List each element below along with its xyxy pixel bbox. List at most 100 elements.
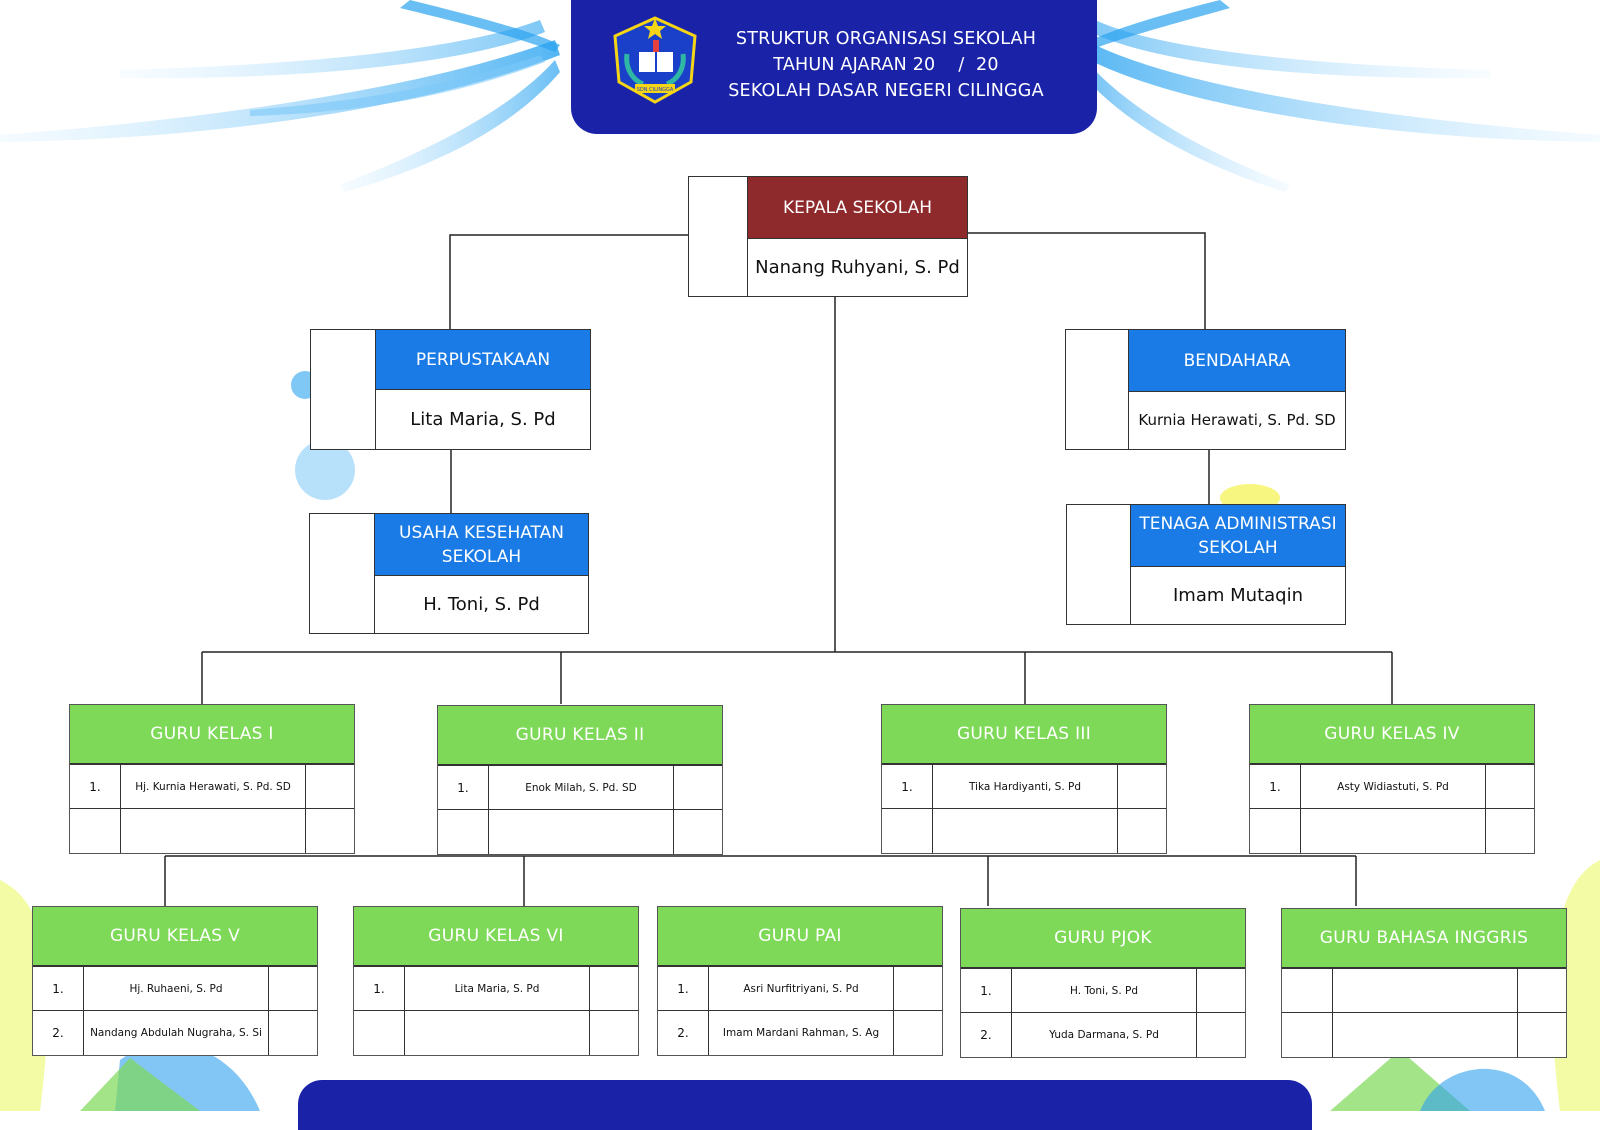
bendahara-name: Kurnia Herawati, S. Pd. SD xyxy=(1138,411,1336,429)
guru-kelas-5-table: GURU KELAS V 1.Hj. Ruhaeni, S. Pd 2.Nand… xyxy=(32,906,318,1056)
perpustakaan-box: PERPUSTAKAAN Lita Maria, S. Pd xyxy=(310,329,591,450)
table-row: 2.Yuda Darmana, S. Pd xyxy=(961,1013,1245,1057)
row-number: 1. xyxy=(70,765,121,808)
row-name xyxy=(405,1011,590,1055)
footer-banner xyxy=(298,1080,1312,1130)
table-row: 1.Asri Nurfitriyani, S. Pd xyxy=(658,967,942,1011)
header-title-block: STRUKTUR ORGANISASI SEKOLAH TAHUN AJARAN… xyxy=(721,26,1051,104)
table-title: GURU KELAS V xyxy=(33,907,317,967)
table-row: 1.Lita Maria, S. Pd xyxy=(354,967,638,1011)
table-row: 1.H. Toni, S. Pd xyxy=(961,969,1245,1013)
uks-box: USAHA KESEHATAN SEKOLAH H. Toni, S. Pd xyxy=(309,513,589,634)
row-number: 1. xyxy=(1250,765,1301,808)
tenaga-administrasi-name: Imam Mutaqin xyxy=(1173,584,1303,606)
table-title: GURU BAHASA INGGRIS xyxy=(1282,909,1566,969)
logo-text: SDN CILINGGA xyxy=(637,87,674,93)
table-row: 2.Imam Mardani Rahman, S. Ag xyxy=(658,1011,942,1055)
guru-kelas-2-table: GURU KELAS II 1.Enok Milah, S. Pd. SD xyxy=(437,705,723,855)
row-number: 1. xyxy=(354,967,405,1010)
guru-kelas-1-table: GURU KELAS I 1.Hj. Kurnia Herawati, S. P… xyxy=(69,704,355,854)
row-name: Tika Hardiyanti, S. Pd xyxy=(933,765,1118,808)
school-logo: SDN CILINGGA xyxy=(613,16,697,104)
header-title: STRUKTUR ORGANISASI SEKOLAH xyxy=(735,29,1037,49)
table-title: GURU PAI xyxy=(658,907,942,967)
kepala-sekolah-name: Nanang Ruhyani, S. Pd xyxy=(755,256,960,278)
row-name xyxy=(933,809,1118,853)
row-name: H. Toni, S. Pd xyxy=(1012,969,1197,1012)
row-name: Enok Milah, S. Pd. SD xyxy=(489,766,674,809)
row-number: 1. xyxy=(961,969,1012,1012)
row-name: Asty Widiastuti, S. Pd xyxy=(1301,765,1486,808)
row-number xyxy=(354,1011,405,1055)
bendahara-title: BENDAHARA xyxy=(1129,330,1345,392)
guru-bahasa-inggris-table: GURU BAHASA INGGRIS xyxy=(1281,908,1567,1058)
row-number: 1. xyxy=(882,765,933,808)
row-name xyxy=(489,810,674,854)
table-title: GURU KELAS I xyxy=(70,705,354,765)
row-name xyxy=(1333,1013,1518,1057)
row-name: Imam Mardani Rahman, S. Ag xyxy=(709,1011,894,1055)
box-side-panel xyxy=(310,514,375,633)
table-row: 1.Asty Widiastuti, S. Pd xyxy=(1250,765,1534,809)
uks-title-line1: USAHA KESEHATAN xyxy=(399,522,564,543)
row-name: Yuda Darmana, S. Pd xyxy=(1012,1013,1197,1057)
row-number xyxy=(70,809,121,853)
row-number xyxy=(1282,969,1333,1012)
table-row: 1.Enok Milah, S. Pd. SD xyxy=(438,766,722,810)
row-number: 1. xyxy=(658,967,709,1010)
uks-title: USAHA KESEHATAN SEKOLAH xyxy=(375,514,588,576)
table-row: 2.Nandang Abdulah Nugraha, S. Si xyxy=(33,1011,317,1055)
table-row xyxy=(70,809,354,853)
bendahara-box: BENDAHARA Kurnia Herawati, S. Pd. SD xyxy=(1065,329,1346,450)
uks-title-line2: SEKOLAH xyxy=(441,546,522,567)
box-side-panel xyxy=(1067,505,1131,624)
table-row xyxy=(438,810,722,854)
table-row: 1.Hj. Kurnia Herawati, S. Pd. SD xyxy=(70,765,354,809)
tas-title-line1: TENAGA ADMINISTRASI xyxy=(1139,513,1337,534)
row-name: Asri Nurfitriyani, S. Pd xyxy=(709,967,894,1010)
row-name xyxy=(121,809,306,853)
box-side-panel xyxy=(689,177,748,296)
row-number xyxy=(438,810,489,854)
table-row xyxy=(1282,969,1566,1013)
row-number: 2. xyxy=(961,1013,1012,1057)
row-name xyxy=(1333,969,1518,1012)
uks-name: H. Toni, S. Pd xyxy=(423,593,540,615)
perpustakaan-title: PERPUSTAKAAN xyxy=(376,330,590,390)
table-row: 1.Tika Hardiyanti, S. Pd xyxy=(882,765,1166,809)
tenaga-administrasi-box: TENAGA ADMINISTRASI SEKOLAH Imam Mutaqin xyxy=(1066,504,1346,625)
row-name: Hj. Kurnia Herawati, S. Pd. SD xyxy=(121,765,306,808)
table-title: GURU KELAS VI xyxy=(354,907,638,967)
guru-kelas-3-table: GURU KELAS III 1.Tika Hardiyanti, S. Pd xyxy=(881,704,1167,854)
row-name xyxy=(1301,809,1486,853)
row-number xyxy=(1250,809,1301,853)
guru-kelas-4-table: GURU KELAS IV 1.Asty Widiastuti, S. Pd xyxy=(1249,704,1535,854)
table-row: 1.Hj. Ruhaeni, S. Pd xyxy=(33,967,317,1011)
kepala-sekolah-box: KEPALA SEKOLAH Nanang Ruhyani, S. Pd xyxy=(688,176,968,297)
table-row xyxy=(1282,1013,1566,1057)
kepala-sekolah-title: KEPALA SEKOLAH xyxy=(748,177,967,239)
table-title: GURU KELAS III xyxy=(882,705,1166,765)
table-row xyxy=(354,1011,638,1055)
row-name: Lita Maria, S. Pd xyxy=(405,967,590,1010)
header-school-name: SEKOLAH DASAR NEGERI CILINGGA xyxy=(728,81,1044,101)
box-side-panel xyxy=(311,330,376,449)
row-number: 2. xyxy=(33,1011,84,1055)
box-side-panel xyxy=(1066,330,1129,449)
table-title: GURU PJOK xyxy=(961,909,1245,969)
row-number xyxy=(882,809,933,853)
guru-pjok-table: GURU PJOK 1.H. Toni, S. Pd 2.Yuda Darman… xyxy=(960,908,1246,1058)
header-banner: SDN CILINGGA STRUKTUR ORGANISASI SEKOLAH… xyxy=(571,0,1097,134)
table-title: GURU KELAS II xyxy=(438,706,722,766)
row-number: 2. xyxy=(658,1011,709,1055)
header-academic-year: TAHUN AJARAN 20 / 20 xyxy=(773,55,999,75)
guru-pai-table: GURU PAI 1.Asri Nurfitriyani, S. Pd 2.Im… xyxy=(657,906,943,1056)
guru-kelas-6-table: GURU KELAS VI 1.Lita Maria, S. Pd xyxy=(353,906,639,1056)
perpustakaan-name: Lita Maria, S. Pd xyxy=(410,408,556,430)
table-row xyxy=(882,809,1166,853)
tenaga-administrasi-title: TENAGA ADMINISTRASI SEKOLAH xyxy=(1131,505,1345,567)
row-name: Hj. Ruhaeni, S. Pd xyxy=(84,967,269,1010)
row-number: 1. xyxy=(438,766,489,809)
table-row xyxy=(1250,809,1534,853)
